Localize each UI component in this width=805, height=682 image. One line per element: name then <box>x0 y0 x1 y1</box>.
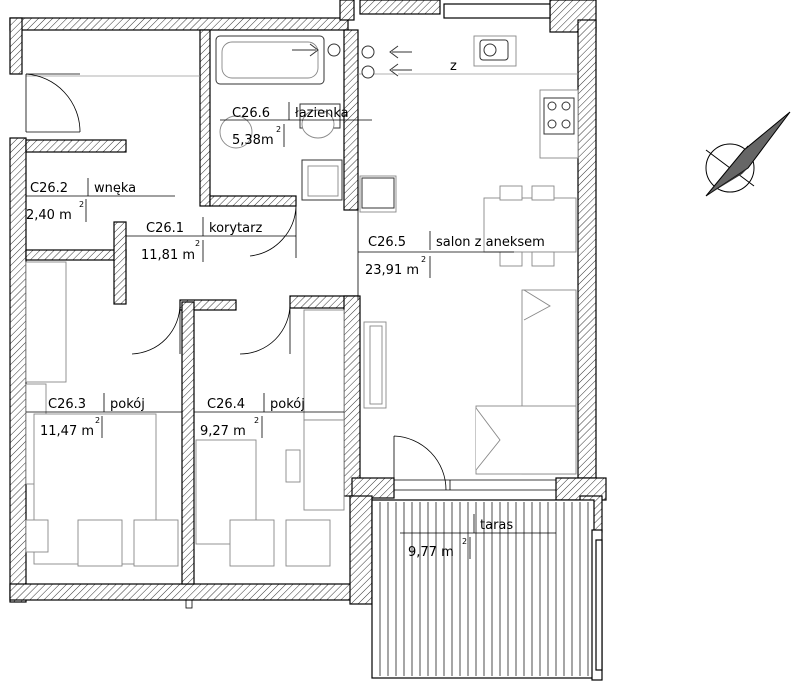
room-label-wneka: C26.2 wnęka 2,40 m 2 <box>26 178 175 223</box>
room-name: pokój <box>270 397 305 412</box>
room-area: 11,47 m <box>40 424 94 439</box>
room-area: 2,40 m <box>26 208 72 223</box>
room-area-sup: 2 <box>421 255 426 264</box>
room-id: C26.1 <box>146 221 184 236</box>
room-area-sup: 2 <box>95 416 100 425</box>
terrace <box>371 499 603 681</box>
interior-lines <box>25 30 578 609</box>
room-area: 11,81 m <box>141 248 195 263</box>
kitchen-marker: z <box>450 59 457 74</box>
room-furniture <box>25 261 345 567</box>
room-name: taras <box>480 518 513 533</box>
room-label-pokoj-2: C26.4 pokój 9,27 m 2 <box>194 393 344 439</box>
room-area: 23,91 m <box>365 263 419 278</box>
room-label-lazienka: C26.6 łazienka 5,38m 2 <box>220 102 372 148</box>
room-label-salon: C26.5 salon z aneksem 23,91 m 2 <box>358 231 545 278</box>
room-name: łazienka <box>295 106 349 121</box>
room-id: C26.3 <box>48 397 86 412</box>
room-labels: C26.6 łazienka 5,38m 2 C26.2 wnęka 2,40 … <box>26 59 556 560</box>
room-area-sup: 2 <box>79 200 84 209</box>
room-id: C26.6 <box>232 106 270 121</box>
room-name: salon z aneksem <box>436 235 545 250</box>
room-area-sup: 2 <box>462 537 467 546</box>
svg-text:C26.6: C26.6 <box>232 106 270 121</box>
room-id: C26.2 <box>30 181 68 196</box>
room-area-sup: 2 <box>195 239 200 248</box>
room-name: wnęka <box>94 181 136 196</box>
room-label-korytarz: C26.1 korytarz 11,81 m 2 <box>126 217 296 263</box>
room-name: pokój <box>110 397 145 412</box>
outer-walls <box>9 0 607 605</box>
room-area-sup: 2 <box>254 416 259 425</box>
room-area: 9,77 m <box>408 545 454 560</box>
room-name: korytarz <box>209 221 262 236</box>
north-arrow-icon <box>705 111 791 197</box>
room-area-sup: 2 <box>276 125 281 134</box>
room-label-pokoj-1: C26.3 pokój 11,47 m 2 <box>26 393 182 439</box>
room-id: C26.5 <box>368 235 406 250</box>
room-id: C26.4 <box>207 397 245 412</box>
room-label-taras: taras 9,77 m 2 <box>400 514 556 560</box>
room-area: 5,38m <box>232 133 274 148</box>
kitchen-fixtures <box>359 35 579 475</box>
bathroom-fixtures <box>215 35 412 201</box>
room-area: 9,27 m <box>200 424 246 439</box>
